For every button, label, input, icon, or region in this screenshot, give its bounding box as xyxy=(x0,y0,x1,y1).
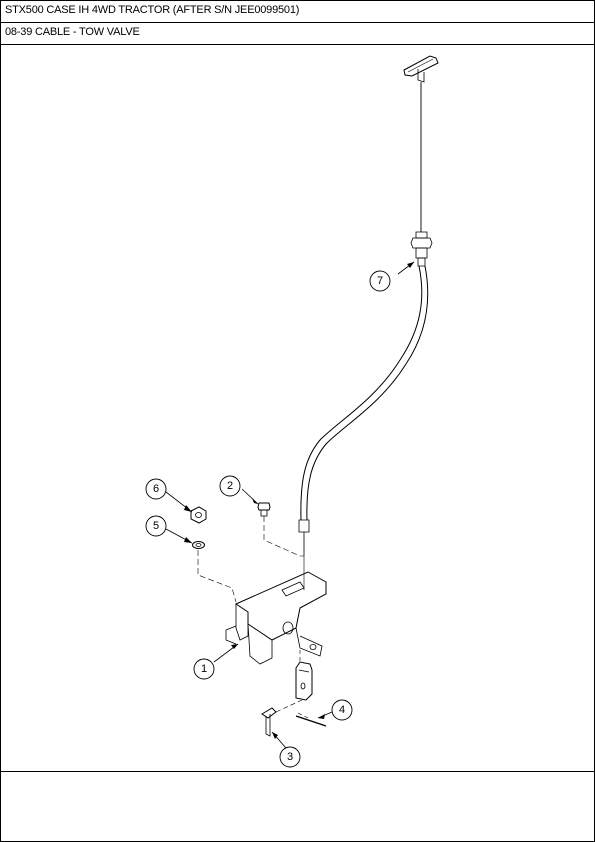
callout-4[interactable]: 4 xyxy=(331,699,353,721)
callout-6[interactable]: 6 xyxy=(145,478,167,500)
svg-text:1: 1 xyxy=(201,663,207,675)
callout-3[interactable]: 3 xyxy=(279,746,301,768)
svg-text:5: 5 xyxy=(153,520,159,532)
leader-arrowheads xyxy=(184,262,414,739)
model-title: STX500 CASE IH 4WD TRACTOR (AFTER S/N JE… xyxy=(5,4,300,16)
cotter-pin xyxy=(295,711,327,727)
footer-divider xyxy=(1,771,594,772)
section-header: 08-39 CABLE - TOW VALVE xyxy=(1,23,594,45)
svg-text:3: 3 xyxy=(287,751,293,763)
callout-1[interactable]: 1 xyxy=(193,658,215,680)
lock-nut xyxy=(190,506,207,524)
clevis xyxy=(295,650,313,701)
assembly-path-washer xyxy=(197,550,237,603)
svg-text:6: 6 xyxy=(153,483,159,495)
svg-text:2: 2 xyxy=(227,480,233,492)
svg-text:4: 4 xyxy=(339,704,345,716)
svg-text:7: 7 xyxy=(377,275,383,287)
clevis-pin xyxy=(261,699,303,737)
bolt xyxy=(257,502,301,557)
mounting-bracket xyxy=(225,555,327,665)
cable-assembly xyxy=(298,55,439,556)
washer xyxy=(192,541,205,549)
callout-2[interactable]: 2 xyxy=(219,475,241,497)
callout-5[interactable]: 5 xyxy=(145,515,167,537)
callouts: 7 2 6 5 1 4 3 xyxy=(145,270,391,768)
model-header: STX500 CASE IH 4WD TRACTOR (AFTER S/N JE… xyxy=(1,1,594,23)
callout-7[interactable]: 7 xyxy=(369,270,391,292)
section-title: 08-39 CABLE - TOW VALVE xyxy=(5,26,140,38)
